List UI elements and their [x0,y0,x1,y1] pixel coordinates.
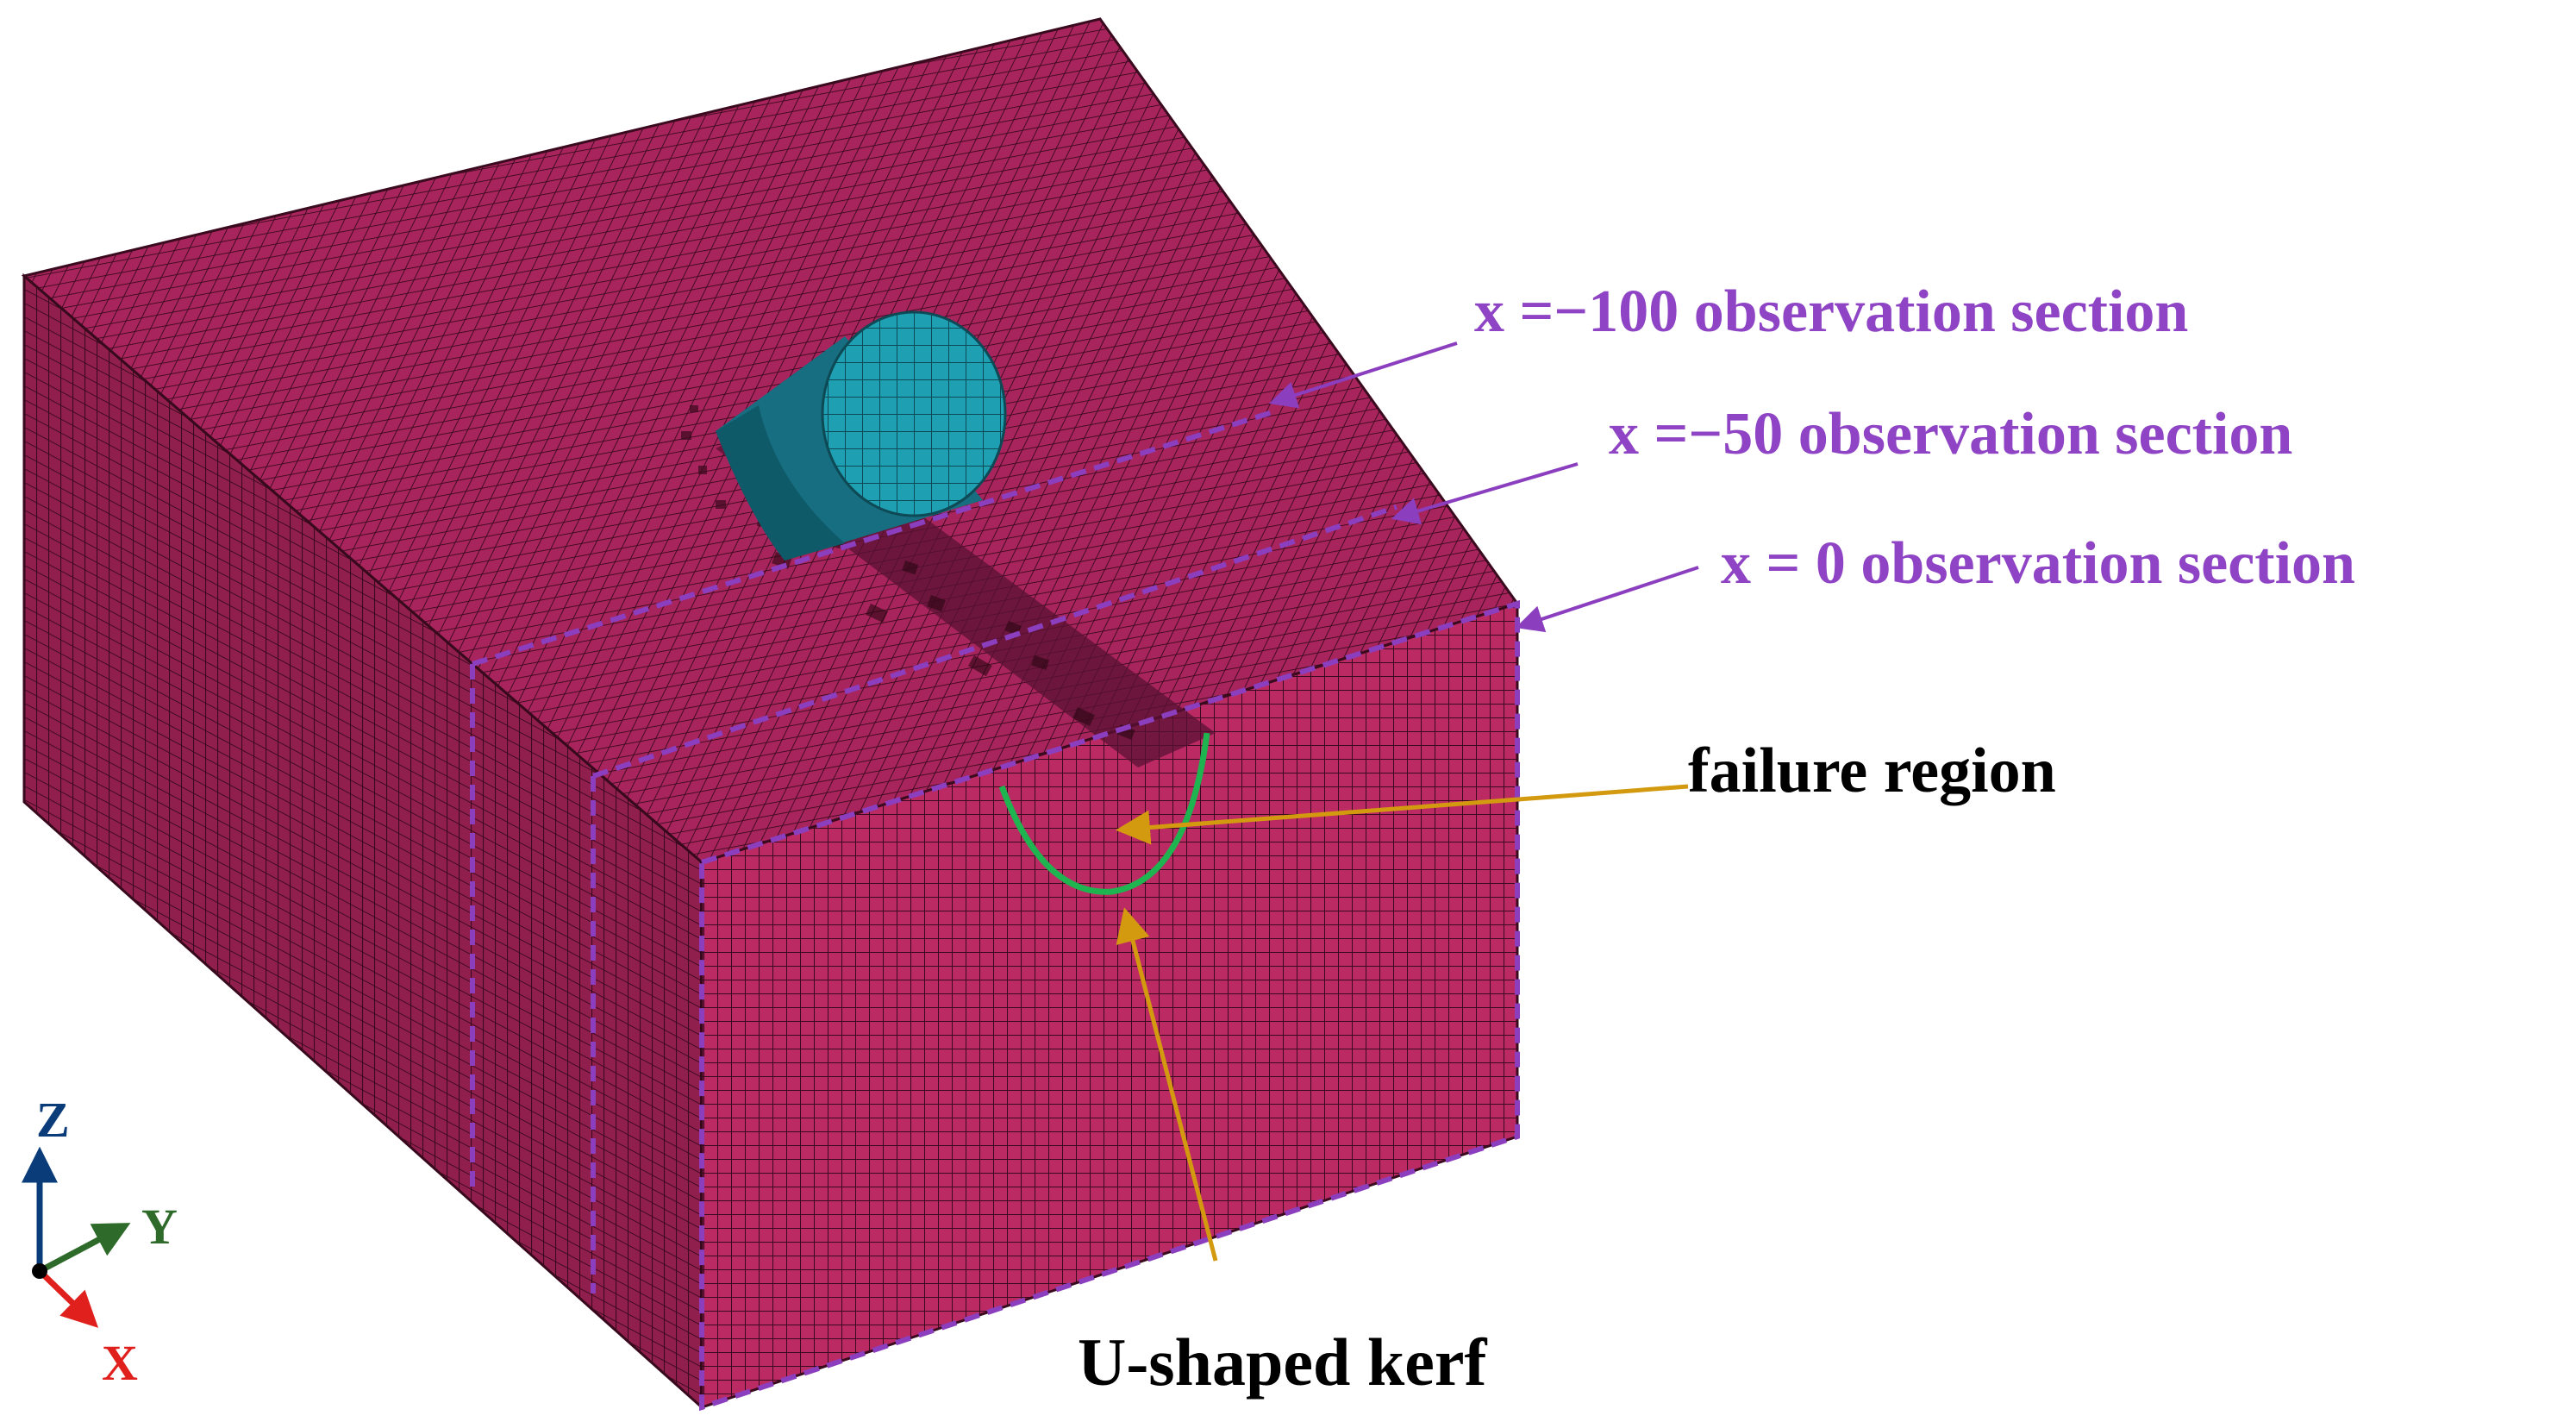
arrow-section-0 [1515,566,1699,633]
section-minus-100-line [472,410,1273,667]
axis-x-label: X [102,1335,138,1391]
section-leader-arrows [1268,341,1699,633]
cutter-cylinder [681,310,1007,561]
u-shaped-kerf-curve [998,732,1210,895]
label-section-0: x = 0 observation section [1721,530,2355,597]
axis-triad: Z Y X [21,1092,178,1391]
axis-y-label: Y [141,1199,178,1255]
rock-mesh-block [21,17,1520,1412]
failure-leader-arrows [1116,784,1689,1262]
arrow-section-minus-100 [1268,341,1458,409]
section-0-outline [699,599,1520,1412]
label-section-minus-50: x =−50 observation section [1609,401,2292,467]
axis-y-arrow [38,1223,131,1275]
arrow-failure-region [1116,784,1689,845]
label-u-shaped-kerf: U-shaped kerf [1078,1325,1488,1400]
label-failure-region: failure region [1688,736,2056,806]
observation-section-lines [470,410,1520,1412]
section-minus-50-line [592,504,1397,779]
arrow-section-minus-50 [1391,462,1579,525]
cutter-end-face [821,310,1007,517]
axis-x-arrow [37,1268,99,1328]
axis-z-label: Z [36,1092,70,1148]
arrow-u-shaped-kerf [1116,907,1218,1262]
label-section-minus-100: x =−100 observation section [1474,279,2188,345]
